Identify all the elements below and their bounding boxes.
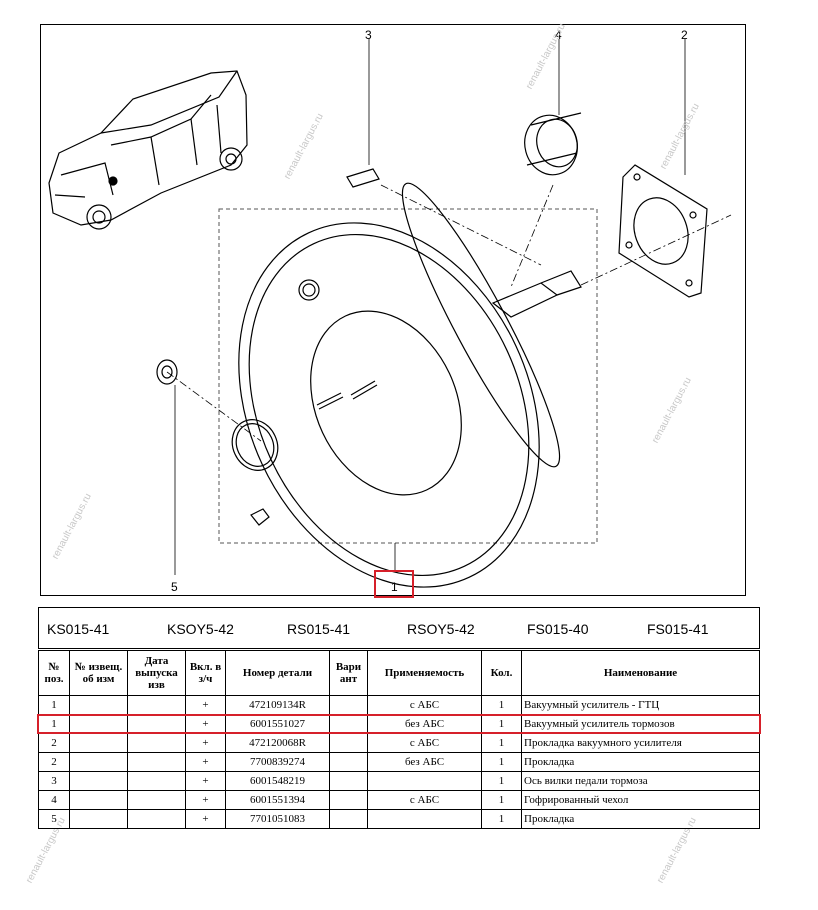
car-illustration <box>48 70 248 230</box>
cell-date <box>127 695 186 715</box>
model-code: KS015-41 <box>47 621 110 637</box>
cell-date <box>127 809 186 829</box>
cell-pos: 3 <box>38 771 70 791</box>
model-codes: KS015-41 KSOY5-42 RS015-41 RSOY5-42 FS01… <box>38 607 760 649</box>
cell-notice <box>69 809 128 829</box>
cell-pos: 2 <box>38 733 70 753</box>
table-header-row: № поз. № извещ. об изм Дата выпуска изв … <box>38 650 760 696</box>
cell-pos: 1 <box>38 695 70 715</box>
leader-lines <box>166 39 732 575</box>
cell-name: Гофрированный чехол <box>521 790 760 810</box>
cell-name: Прокладка вакуумного усилителя <box>521 733 760 753</box>
col-header: Кол. <box>481 650 522 696</box>
cell-variant <box>329 771 368 791</box>
cell-notice <box>69 733 128 753</box>
cell-qty: 1 <box>481 752 522 772</box>
cell-pos: 5 <box>38 809 70 829</box>
col-header: Вари ант <box>329 650 368 696</box>
cell-notice <box>69 695 128 715</box>
cell-date <box>127 790 186 810</box>
cell-part: 7700839274 <box>225 752 330 772</box>
model-code: FS015-41 <box>647 621 709 637</box>
callout-4: 4 <box>555 28 562 42</box>
cell-pos: 4 <box>38 790 70 810</box>
cell-qty: 1 <box>481 733 522 753</box>
cell-part: 7701051083 <box>225 809 330 829</box>
cell-variant <box>329 752 368 772</box>
col-header: Дата выпуска изв <box>127 650 186 696</box>
cell-qty: 1 <box>481 771 522 791</box>
cell-applic: с АБС <box>367 733 482 753</box>
cell-notice <box>69 752 128 772</box>
cell-pos: 2 <box>38 752 70 772</box>
row-highlight <box>37 714 761 734</box>
cell-incl: + <box>185 733 226 753</box>
cell-applic <box>367 771 482 791</box>
model-code: FS015-40 <box>527 621 589 637</box>
cell-applic <box>367 809 482 829</box>
callout-1: 1 <box>391 580 398 594</box>
cell-qty: 1 <box>481 790 522 810</box>
cell-name: Ось вилки педали тормоза <box>521 771 760 791</box>
col-header: Вкл. в з/ч <box>185 650 226 696</box>
exploded-diagram: 3 4 2 5 1 <box>40 24 746 596</box>
cell-incl: + <box>185 809 226 829</box>
cell-date <box>127 752 186 772</box>
cell-name: Вакуумный усилитель - ГТЦ <box>521 695 760 715</box>
brake-booster-drawing: 3 4 2 5 1 <box>48 28 732 594</box>
callout-5: 5 <box>171 580 178 594</box>
callout-highlight <box>374 570 414 598</box>
cell-variant <box>329 695 368 715</box>
callout-3: 3 <box>365 28 372 42</box>
cell-incl: + <box>185 771 226 791</box>
model-code: RSOY5-42 <box>407 621 475 637</box>
cell-part: 472109134R <box>225 695 330 715</box>
cell-notice <box>69 771 128 791</box>
cell-date <box>127 733 186 753</box>
cell-name: Прокладка <box>521 752 760 772</box>
booster-body <box>238 182 582 588</box>
cell-notice <box>69 790 128 810</box>
model-code: KSOY5-42 <box>167 621 234 637</box>
callout-2: 2 <box>681 28 688 42</box>
cell-applic: без АБС <box>367 752 482 772</box>
cell-name: Прокладка <box>521 809 760 829</box>
cell-qty: 1 <box>481 695 522 715</box>
cell-variant <box>329 790 368 810</box>
cell-qty: 1 <box>481 809 522 829</box>
cell-applic: с АБС <box>367 790 482 810</box>
col-header: Номер детали <box>225 650 330 696</box>
model-code: RS015-41 <box>287 621 351 637</box>
cell-date <box>127 771 186 791</box>
cell-part: 472120068R <box>225 733 330 753</box>
col-header: № извещ. об изм <box>69 650 128 696</box>
col-header: № поз. <box>38 650 70 696</box>
col-header: Наименование <box>521 650 760 696</box>
cell-incl: + <box>185 752 226 772</box>
cell-part: 6001548219 <box>225 771 330 791</box>
cell-variant <box>329 809 368 829</box>
cell-applic: с АБС <box>367 695 482 715</box>
parts-table: № поз. № извещ. об изм Дата выпуска изв … <box>38 650 760 829</box>
assembly-box <box>218 208 598 544</box>
parts <box>156 112 708 526</box>
cell-incl: + <box>185 695 226 715</box>
cell-incl: + <box>185 790 226 810</box>
cell-variant <box>329 733 368 753</box>
cell-part: 6001551394 <box>225 790 330 810</box>
col-header: Применяемость <box>367 650 482 696</box>
